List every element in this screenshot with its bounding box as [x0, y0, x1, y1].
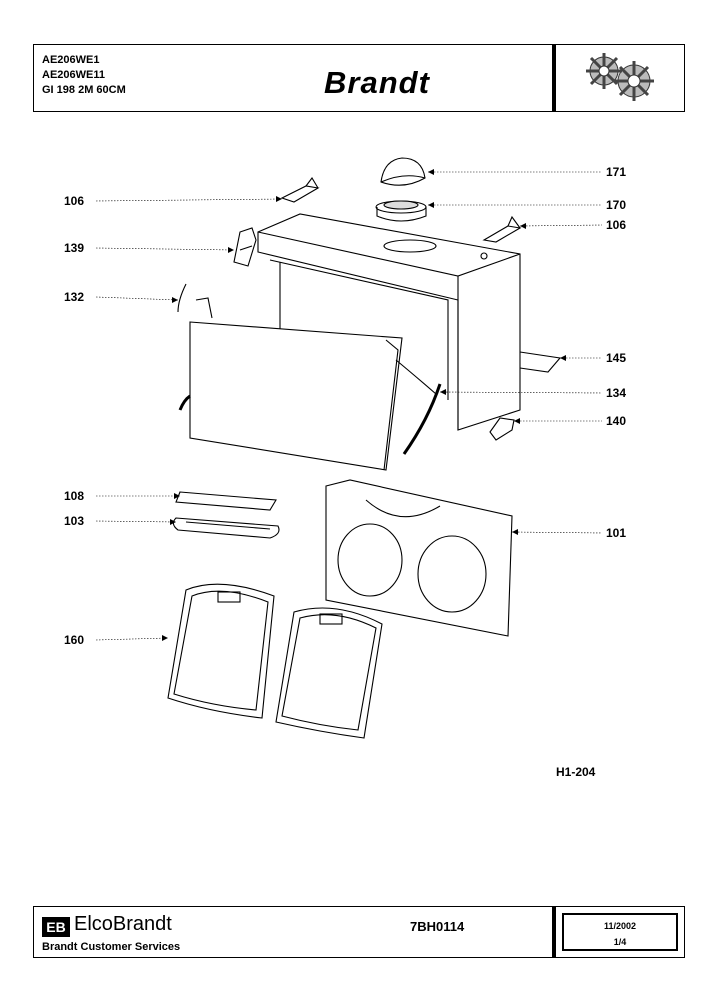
- callout-170: 170: [606, 198, 627, 212]
- callout-140: 140: [606, 414, 627, 428]
- callout-101: 101: [606, 526, 627, 540]
- part-140: [489, 417, 515, 441]
- part-106-right-bracket: [482, 215, 522, 243]
- callout-171: 171: [606, 165, 627, 179]
- company-mark-logo: EB: [42, 917, 70, 937]
- header-box: AE206WE1 AE206WE11 GI 198 2M 60CM Brandt: [33, 44, 685, 112]
- part-160-filter-right: [275, 607, 383, 739]
- model-list: AE206WE1 AE206WE11 GI 198 2M 60CM: [42, 53, 126, 98]
- part-145-rail: [519, 351, 562, 373]
- part-132: [177, 283, 187, 313]
- model-3: GI 198 2M 60CM: [42, 84, 126, 96]
- gears-icon: [586, 53, 654, 101]
- page-number: 1/4: [613, 937, 627, 947]
- part-139: [233, 227, 257, 267]
- date-box: 11/2002 1/4: [552, 907, 684, 957]
- callout-108: 108: [64, 489, 85, 503]
- callout-103: 103: [64, 514, 85, 528]
- front-panel: [189, 297, 403, 471]
- callout-106-left: 106: [64, 194, 85, 208]
- exploded-view-diagram: [95, 157, 603, 739]
- brand-logo: Brandt: [324, 65, 430, 100]
- part-171-dome: [380, 157, 426, 186]
- part-101-backplate: [325, 479, 513, 637]
- callout-132: 132: [64, 290, 85, 304]
- part-103: [172, 517, 280, 539]
- drawing-code: H1-204: [556, 765, 596, 779]
- logo-box: [552, 45, 684, 111]
- callout-139: 139: [64, 241, 85, 255]
- document-date: 11/2002: [603, 921, 637, 931]
- company-label: ElcoBrandt: [74, 913, 172, 935]
- part-170-ring: [375, 200, 427, 222]
- callout-134: 134: [606, 386, 627, 400]
- document-number: 7BH0114: [410, 919, 465, 934]
- hood-body: [257, 213, 521, 431]
- part-108: [175, 491, 277, 511]
- part-134: [178, 359, 442, 455]
- model-2: AE206WE11: [42, 69, 105, 81]
- callout-106-right: 106: [606, 218, 627, 232]
- model-1: AE206WE1: [42, 54, 100, 66]
- callout-160: 160: [64, 633, 85, 647]
- part-106-left-bracket: [280, 177, 320, 203]
- callout-145: 145: [606, 351, 627, 365]
- date-inner-frame: 11/2002 1/4: [562, 913, 678, 951]
- services-label: Brandt Customer Services: [42, 941, 181, 953]
- part-160-filter-left: [167, 583, 275, 719]
